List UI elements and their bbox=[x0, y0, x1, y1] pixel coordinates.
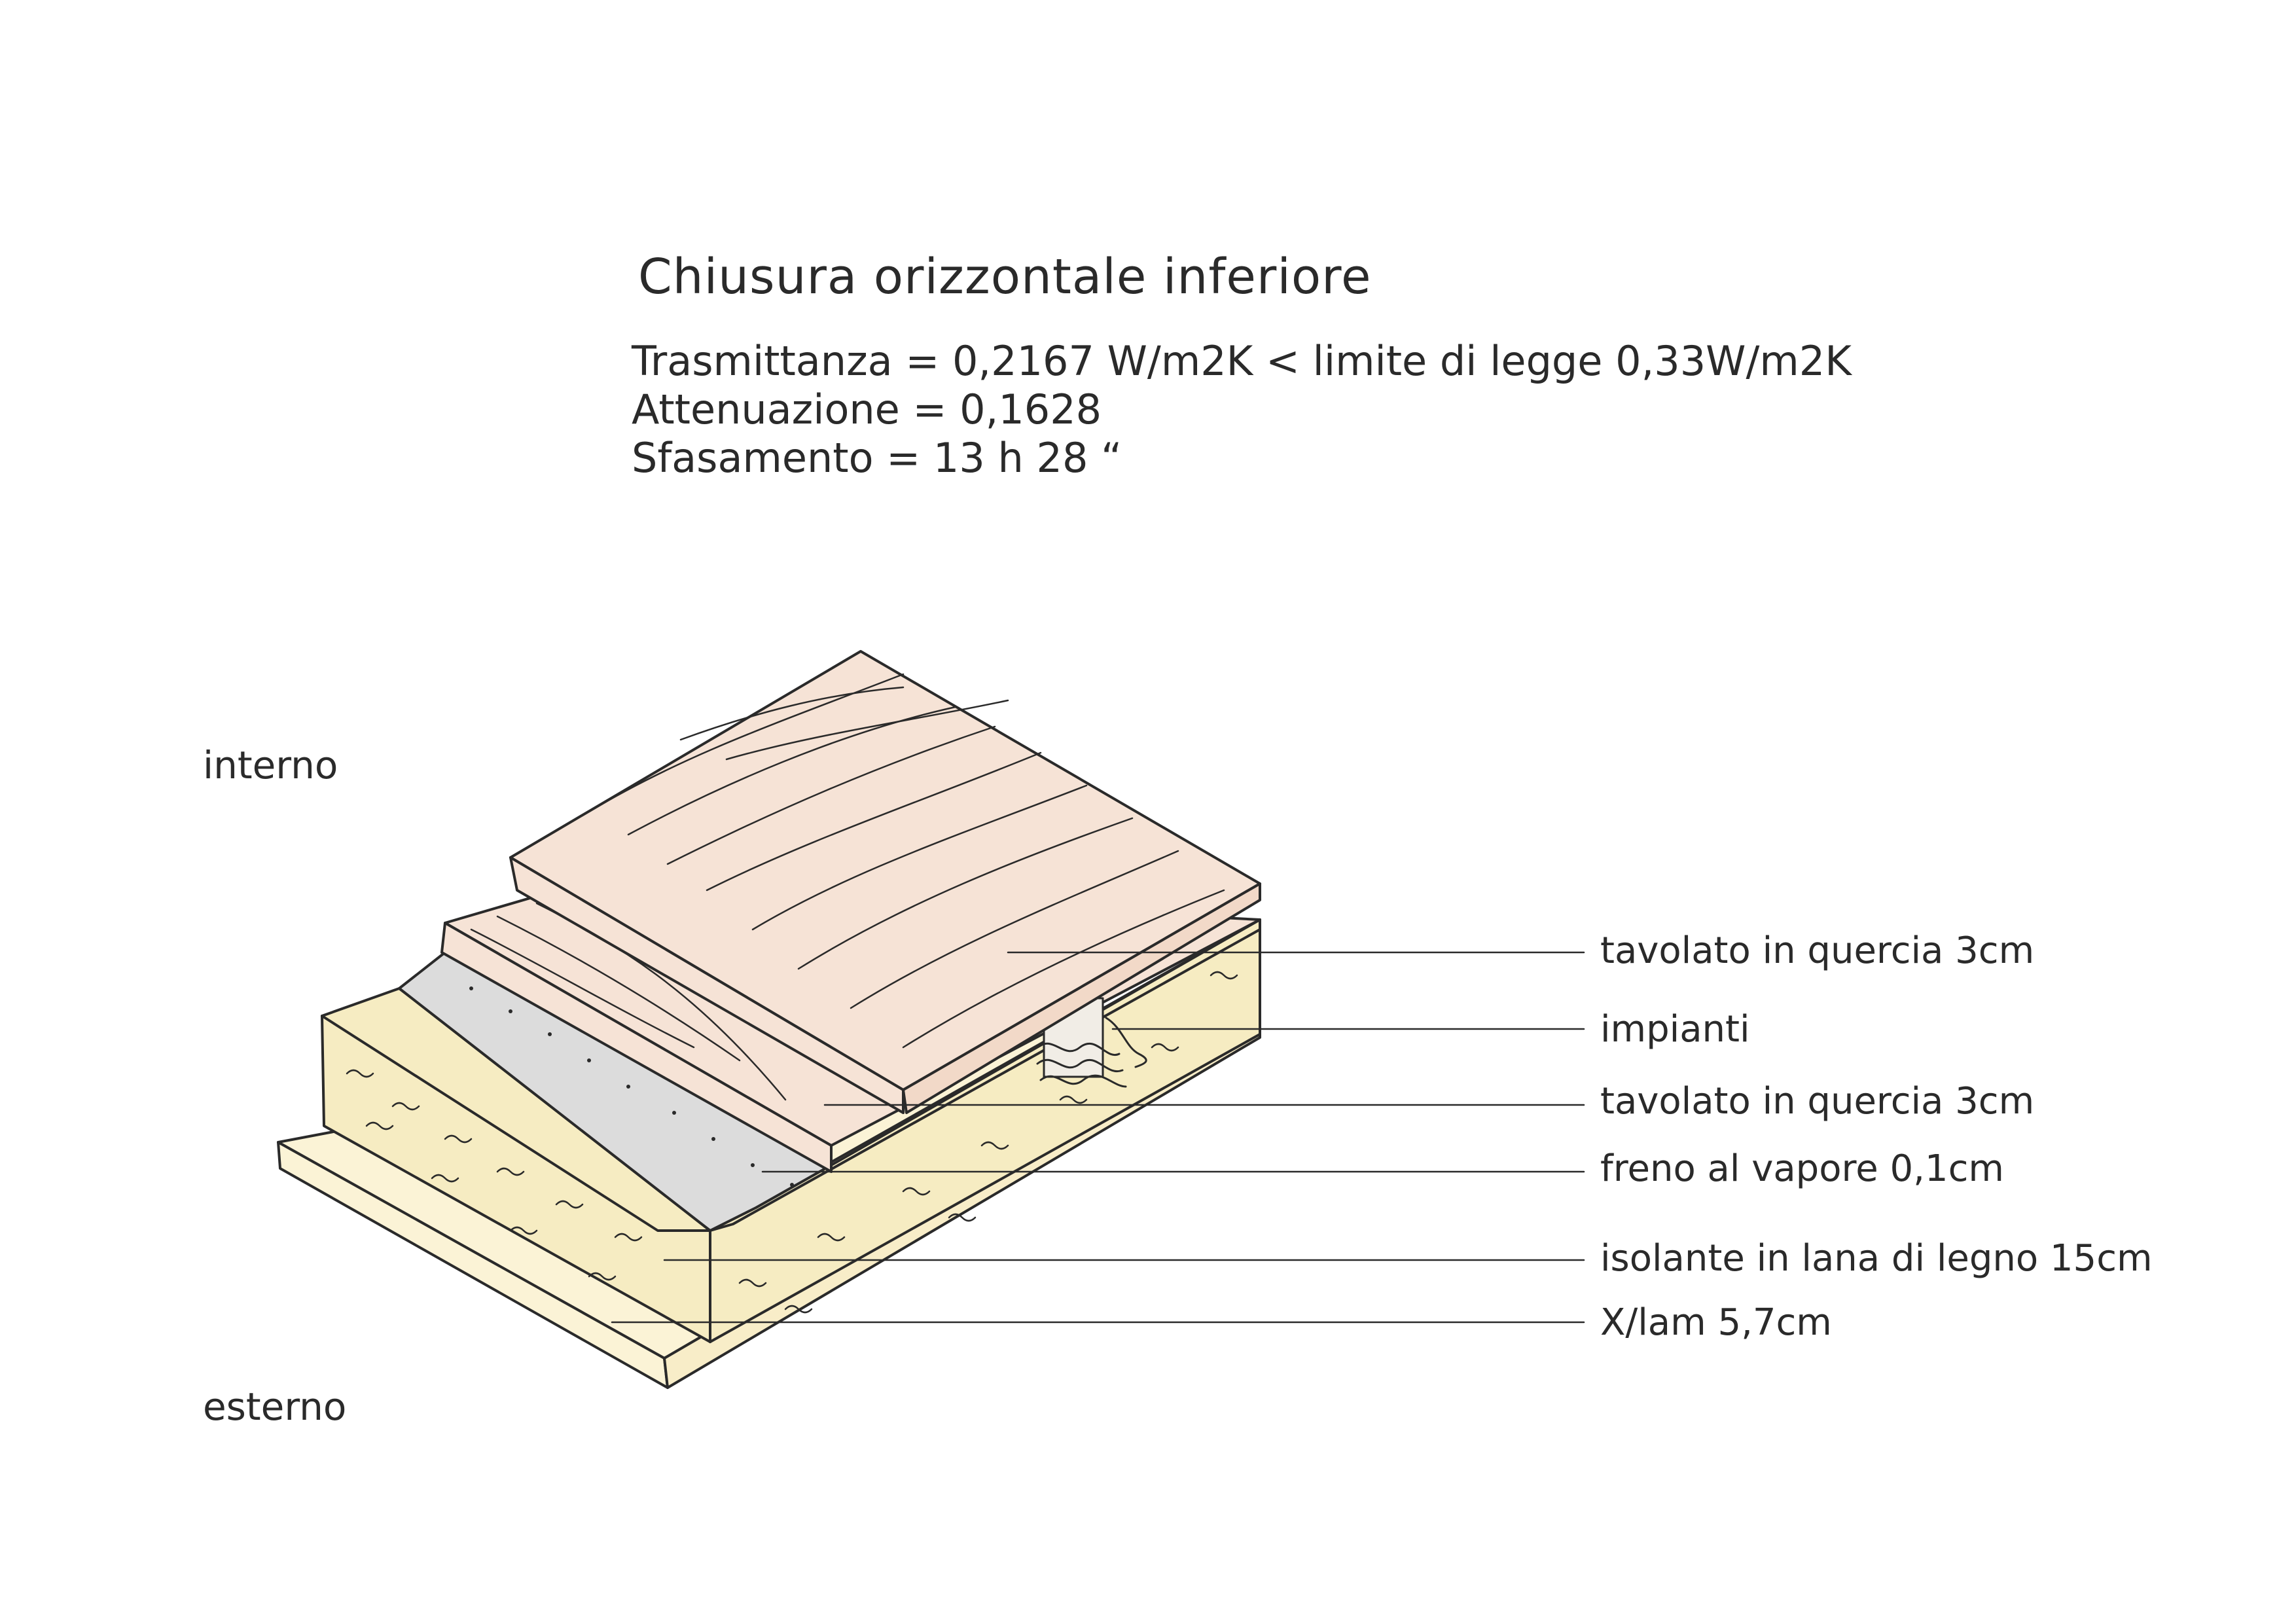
upper-oak-front-face bbox=[509, 856, 905, 1114]
label-esterno: esterno bbox=[203, 1384, 347, 1429]
diagram-title: Chiusura orizzontale inferiore bbox=[638, 249, 1372, 305]
insulation-texture bbox=[346, 971, 1238, 1314]
insulation-layer bbox=[321, 918, 1261, 1343]
label-xlam: X/lam 5,7cm bbox=[1600, 1301, 1832, 1344]
vapour-barrier-dots bbox=[469, 986, 794, 1187]
label-tavolato-superiore: tavolato in quercia 3cm bbox=[1600, 929, 2035, 972]
thermal-properties: Trasmittanza = 0,2167 W/m2K < limite di … bbox=[632, 337, 1852, 482]
label-interno: interno bbox=[203, 743, 338, 787]
upper-oak-board bbox=[509, 650, 1261, 1114]
upper-oak-grain bbox=[588, 673, 1225, 1049]
sfasamento-value: Sfasamento = 13 h 28 “ bbox=[632, 434, 1122, 482]
attenuazione-value: Attenuazione = 0,1628 bbox=[632, 386, 1102, 433]
label-tavolato-inferiore: tavolato in quercia 3cm bbox=[1600, 1080, 2035, 1123]
lower-oak-grain bbox=[470, 902, 787, 1101]
label-impianti: impianti bbox=[1600, 1008, 1750, 1051]
vapour-barrier-layer bbox=[398, 951, 833, 1232]
label-freno-vapore: freno al vapore 0,1cm bbox=[1600, 1147, 2004, 1190]
trasmittanza-value: Trasmittanza = 0,2167 W/m2K < limite di … bbox=[632, 337, 1852, 385]
leader-lines bbox=[611, 951, 1585, 1324]
label-isolante: isolante in lana di legno 15cm bbox=[1600, 1237, 2153, 1280]
